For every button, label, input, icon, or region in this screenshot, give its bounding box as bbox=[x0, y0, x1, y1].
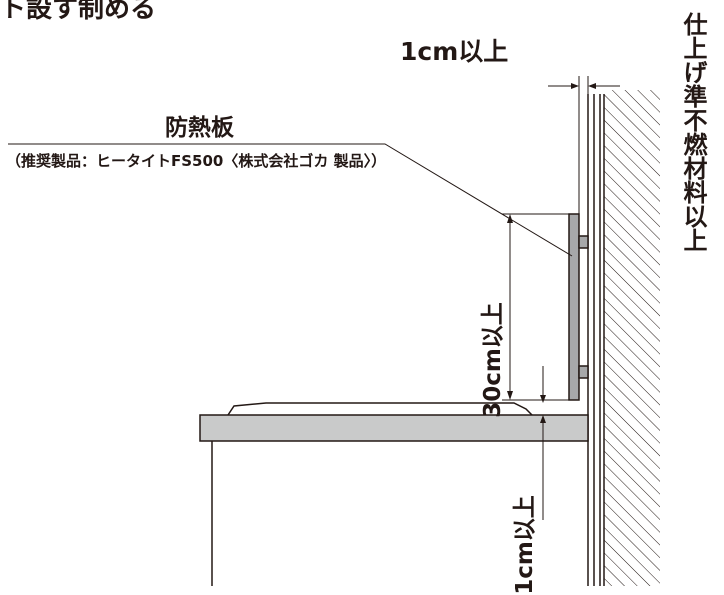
height-label: 30cm以上 bbox=[480, 302, 506, 418]
wall-hatching bbox=[604, 90, 660, 586]
height-arrow-bottom bbox=[507, 391, 513, 400]
appliance-top bbox=[227, 402, 533, 416]
panel-bracket-top bbox=[578, 235, 589, 249]
gap-top-arrow-right-head bbox=[588, 83, 596, 89]
gap-bottom-arrow-top bbox=[540, 395, 546, 403]
gap-top-label: 1cm以上 bbox=[400, 37, 509, 66]
gap-bottom-label: 1cm以上 bbox=[512, 495, 538, 595]
countertop bbox=[199, 414, 589, 442]
gap-bottom-arrow-bottom bbox=[540, 415, 546, 423]
wall-finish-note: 仕上げ準不燃材料以上 bbox=[679, 12, 707, 252]
panel-bracket-bottom bbox=[578, 365, 589, 379]
panel-product-note: （推奨製品：ヒータイトFS500〈株式会社ゴカ 製品〉） bbox=[6, 152, 387, 170]
panel-leader-line bbox=[8, 143, 573, 257]
heat-panel bbox=[568, 213, 580, 401]
page-title: ト設す制める bbox=[0, 0, 157, 24]
panel-name-label: 防熱板 bbox=[165, 115, 234, 141]
gap-top-arrow-left-head bbox=[571, 83, 579, 89]
